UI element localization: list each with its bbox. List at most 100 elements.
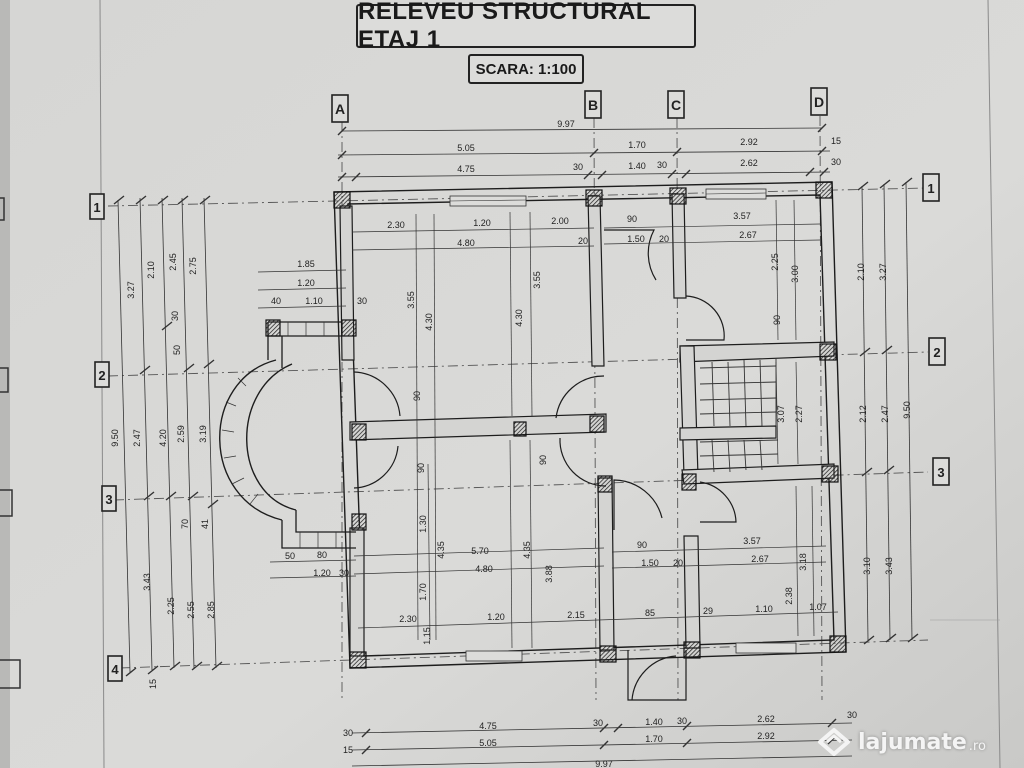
dim-left: 4.20 — [158, 429, 168, 447]
axis-row-label: 2 — [933, 345, 940, 360]
axis-row-3-marker-right: 3 — [932, 457, 950, 486]
dim-bottom-segment: 1.70 — [645, 734, 663, 744]
dim-interior: 29 — [703, 606, 713, 616]
dim-top-segment: 30 — [573, 162, 583, 172]
dim-left: 3.43 — [142, 573, 152, 591]
dim-bottom-segment: 2.62 — [757, 714, 775, 724]
axis-row-label: 1 — [927, 181, 934, 196]
dim-interior: 4.80 — [457, 238, 475, 248]
axis-column-label: B — [588, 97, 598, 113]
dim-interior: 80 — [317, 550, 327, 560]
dim-interior: 2.15 — [567, 610, 585, 620]
dim-interior: 40 — [271, 296, 281, 306]
dim-right: 2.12 — [858, 405, 868, 423]
dim-interior: 1.10 — [305, 296, 323, 306]
axis-row-2-marker-right: 2 — [928, 337, 946, 366]
dim-interior: 90 — [627, 214, 637, 224]
dim-interior: 2.00 — [551, 216, 569, 226]
dim-interior: 1.20 — [473, 218, 491, 228]
door-swings — [353, 229, 737, 701]
dim-interior: 1.50 — [641, 558, 659, 568]
dim-interior: 20 — [673, 558, 683, 568]
axis-row-4-marker-left: 4 — [107, 655, 123, 682]
axis-row-3-marker-left: 3 — [101, 485, 117, 512]
axis-column-c-marker: C — [667, 90, 685, 119]
dim-interior: 3.55 — [532, 271, 542, 289]
dim-interior: 4.30 — [514, 309, 524, 327]
dim-left: 15 — [148, 679, 158, 689]
dim-left: 50 — [172, 345, 182, 355]
dim-right: 2.10 — [856, 263, 866, 281]
dim-interior: 20 — [578, 236, 588, 246]
axis-column-b-marker: B — [584, 90, 602, 119]
axis-row-2-marker-left: 2 — [94, 361, 110, 388]
dim-left: 2.55 — [186, 601, 196, 619]
dim-left: 2.59 — [176, 425, 186, 443]
dim-interior: 1.70 — [418, 583, 428, 601]
dim-interior: 90 — [637, 540, 647, 550]
dim-interior: 1.20 — [297, 278, 315, 288]
dim-interior: 30 — [357, 296, 367, 306]
drawing-title: RELEVEU STRUCTURAL ETAJ 1 — [356, 0, 696, 53]
dim-interior: 3.57 — [743, 536, 761, 546]
dim-bottom-segment: 5.05 — [479, 738, 497, 748]
dim-left: 3.19 — [198, 425, 208, 443]
axis-row-1-marker-left: 1 — [89, 193, 105, 220]
dim-top-segment: 2.92 — [740, 137, 758, 147]
dim-top-segment: 30 — [657, 160, 667, 170]
axis-row-label: 3 — [105, 492, 112, 507]
dim-interior: 50 — [285, 551, 295, 561]
axis-column-label: D — [814, 94, 824, 110]
dim-interior: 2.67 — [751, 554, 769, 564]
dim-left: 30 — [170, 311, 180, 321]
dim-left: 70 — [180, 519, 190, 529]
dim-interior: 1.07 — [809, 602, 827, 612]
dim-interior: 90 — [538, 455, 548, 465]
dim-interior: 1.10 — [755, 604, 773, 614]
dim-interior: 2.30 — [399, 614, 417, 624]
dim-bottom-segment: 2.92 — [757, 731, 775, 741]
dim-interior: 1.15 — [422, 627, 432, 645]
dim-left: 41 — [200, 519, 210, 529]
dim-bottom-segment: 30 — [593, 718, 603, 728]
dim-bottom-total: 9.97 — [595, 759, 613, 768]
dim-top-segment: 5.05 — [457, 143, 475, 153]
dim-top-segment: 30 — [831, 157, 841, 167]
dim-interior: 4.30 — [424, 313, 434, 331]
dim-interior: 2.30 — [387, 220, 405, 230]
dim-top-segment: 4.75 — [457, 164, 475, 174]
lajumate-logo-icon — [818, 728, 850, 756]
dim-top-segment: 15 — [831, 136, 841, 146]
dim-bottom-segment: 15 — [343, 745, 353, 755]
axis-row-label: 2 — [98, 368, 105, 383]
axis-column-label: C — [671, 97, 681, 113]
dim-interior: 4.35 — [436, 541, 446, 559]
dim-interior: 4.80 — [475, 564, 493, 574]
watermark-name: lajumate — [858, 729, 967, 755]
building-walls — [219, 181, 847, 669]
dim-interior: 30 — [339, 568, 349, 578]
dim-left: 2.25 — [166, 597, 176, 615]
dim-interior: 20 — [659, 234, 669, 244]
dim-left: 3.27 — [126, 281, 136, 299]
dim-left: 2.85 — [206, 601, 216, 619]
axis-row-label: 4 — [111, 662, 119, 677]
dim-interior: 1.30 — [418, 515, 428, 533]
dim-top-segment: 1.40 — [628, 161, 646, 171]
dim-right: 3.10 — [862, 557, 872, 575]
dim-interior: 90 — [416, 463, 426, 473]
dim-right-total: 9.50 — [902, 401, 912, 419]
dim-interior: 1.20 — [313, 568, 331, 578]
dim-left: 2.47 — [132, 429, 142, 447]
axis-column-label: A — [335, 101, 345, 117]
dim-left-total: 9.50 — [110, 429, 120, 447]
dim-interior: 3.18 — [798, 553, 808, 571]
dim-left: 2.75 — [188, 257, 198, 275]
dim-top-total: 9.97 — [557, 119, 575, 129]
dim-top-segment: 2.62 — [740, 158, 758, 168]
dim-left: 2.45 — [168, 253, 178, 271]
dim-interior: 2.67 — [739, 230, 757, 240]
dim-interior: 3.57 — [733, 211, 751, 221]
